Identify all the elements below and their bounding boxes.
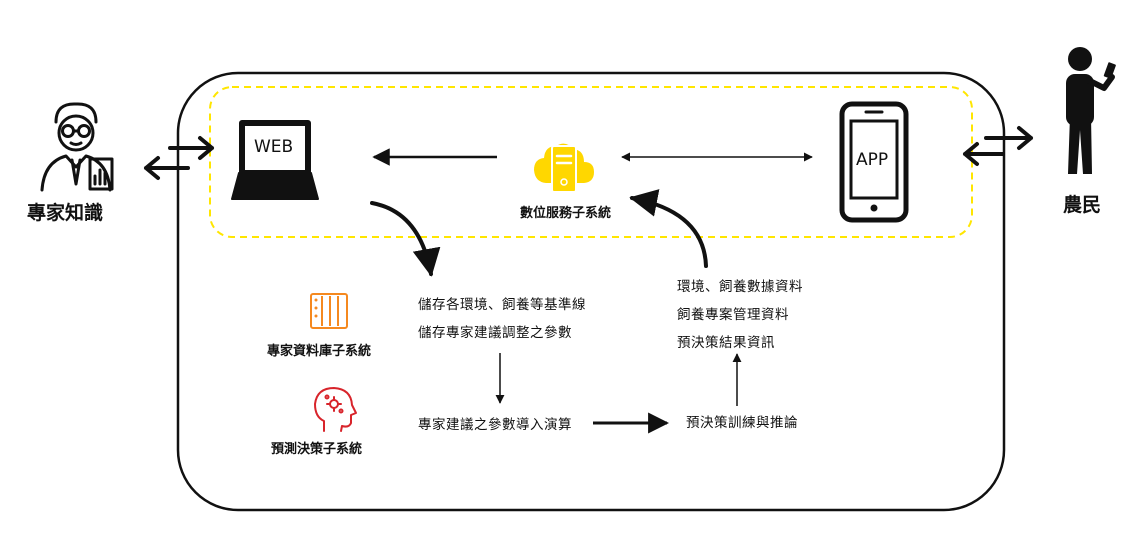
web-label: WEB bbox=[254, 137, 294, 157]
system-boundary bbox=[176, 71, 1006, 512]
cloud-server-icon bbox=[534, 143, 594, 193]
expert-db-label: 專家資料庫子系統 bbox=[267, 344, 372, 359]
storage-note-line: 儲存各環境、飼養等基準線 bbox=[418, 297, 586, 313]
app-data-note-line: 飼養專案管理資料 bbox=[677, 307, 789, 323]
expert-person-icon bbox=[40, 102, 114, 192]
farmer-label: 農民 bbox=[1063, 194, 1102, 216]
digital-service-label: 數位服務子系統 bbox=[520, 206, 612, 221]
brain-head-icon bbox=[314, 387, 357, 432]
web-to-storage-arrow bbox=[370, 201, 441, 277]
expert-label: 專家知識 bbox=[27, 202, 104, 224]
database-server-icon bbox=[310, 293, 348, 329]
laptop-icon bbox=[231, 120, 319, 200]
data-to-service-arrow bbox=[629, 189, 708, 268]
expert-web-exchange-arrows bbox=[144, 136, 214, 180]
app-farmer-exchange-arrows bbox=[963, 126, 1033, 166]
app-data-note-line: 環境、飼養數據資料 bbox=[677, 279, 803, 295]
app-label: APP bbox=[856, 150, 889, 170]
person-with-phone-icon bbox=[1066, 47, 1116, 174]
storage-note-line: 儲存專家建議調整之參數 bbox=[418, 325, 572, 341]
training-note: 預決策訓練與推論 bbox=[686, 415, 798, 431]
import-note: 專家建議之參數導入演算 bbox=[418, 417, 572, 433]
smartphone-icon bbox=[839, 101, 909, 223]
prediction-label: 預測決策子系統 bbox=[271, 442, 363, 457]
app-data-note-line: 預決策結果資訊 bbox=[677, 335, 775, 351]
